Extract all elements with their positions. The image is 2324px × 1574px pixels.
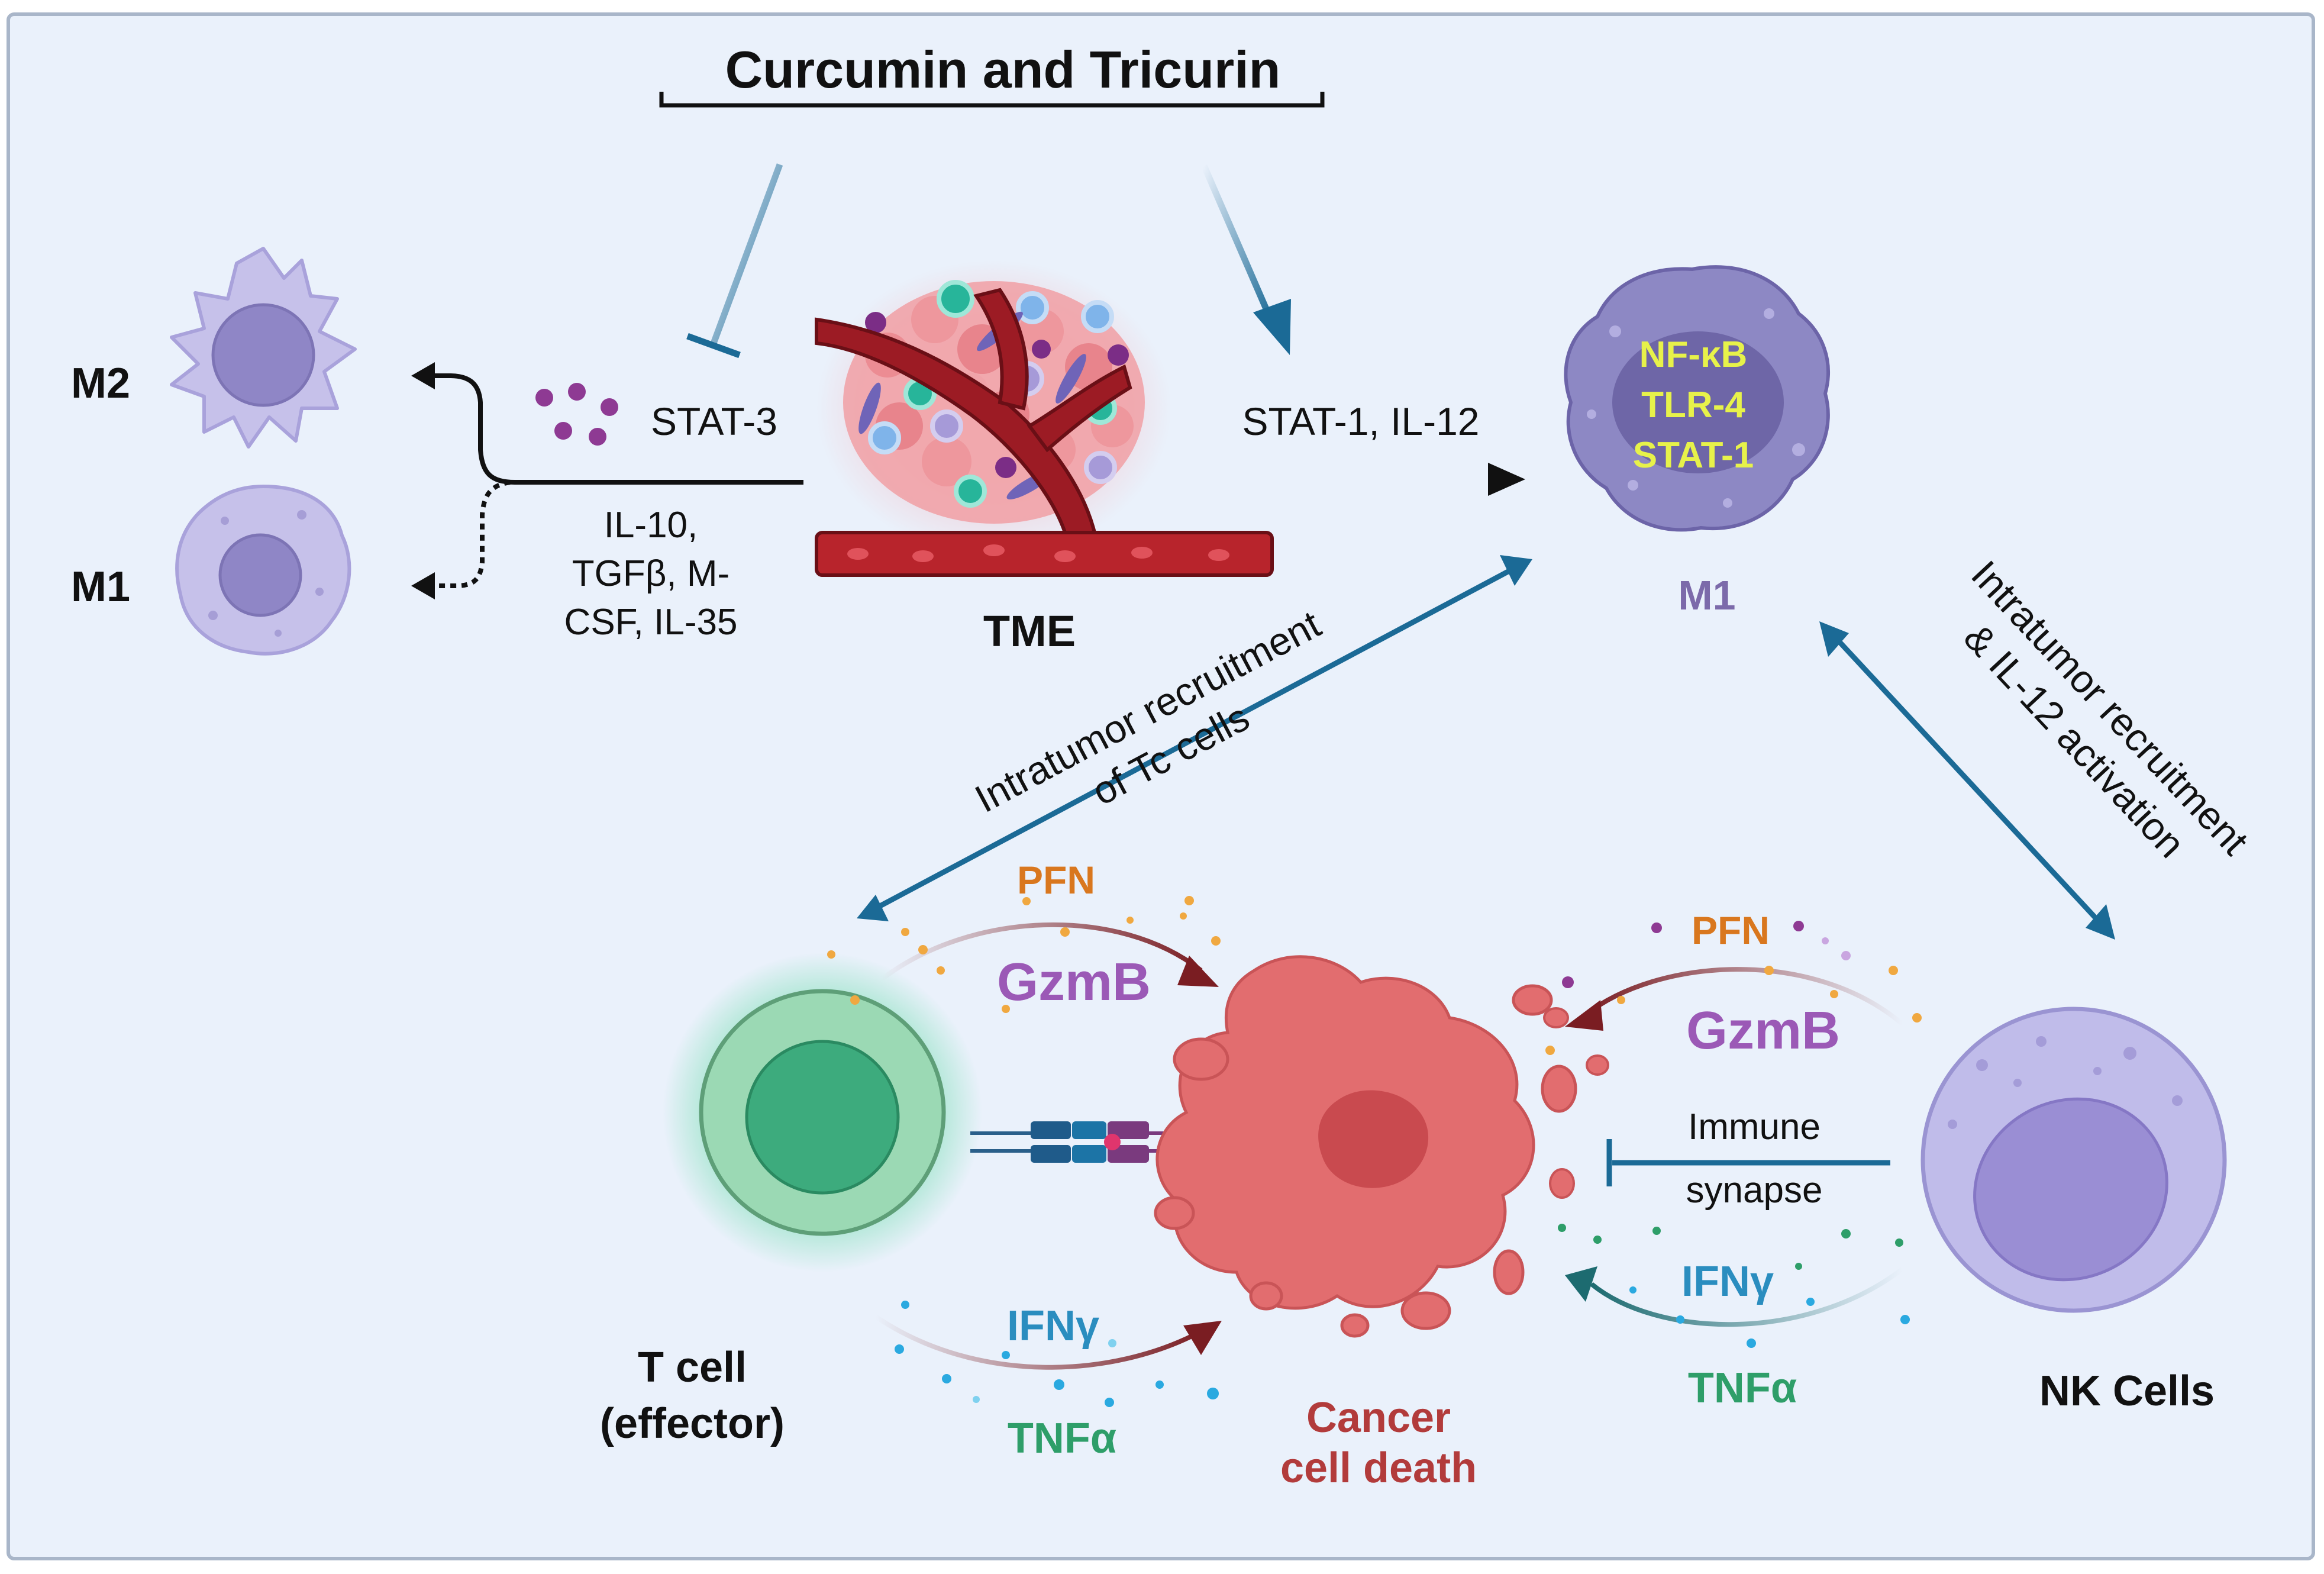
cancer-label-line2: cell death [1280,1444,1477,1492]
tme-label: TME [983,607,1076,656]
cancer-label-line1: Cancer [1306,1394,1451,1441]
t-cell-tnfa-label: TNFα [1008,1415,1116,1462]
m1-macrophage-left-icon [175,484,351,656]
cytokines-line1: IL-10, [604,505,698,546]
nk-gzmb-label: GzmB [1686,1001,1840,1060]
nk-granules [1545,921,1922,1348]
m2-macrophage-icon [170,247,357,449]
nk-bottom-secretion-arrow [1565,1266,1904,1327]
m1-right-label: M1 [1678,572,1735,618]
nk-immune-synapse-inhibit [1606,1139,1890,1186]
stat1-il12-label: STAT-1, IL-12 [1242,399,1479,443]
cytokines-line3: CSF, IL-35 [564,602,738,643]
t-cell-icon [663,953,982,1272]
title-group: Curcumin and Tricurin [659,40,1325,108]
nk-ifng-label: IFNγ [1681,1258,1774,1305]
polarization-arrows [411,362,803,599]
t-cell-granules [827,896,1221,1407]
immune-synapse-line2: synapse [1686,1170,1823,1211]
diagram-title: Curcumin and Tricurin [725,40,1281,99]
nk-pfn-label: PFN [1692,908,1770,952]
inhibit-stat3-arrow [686,163,783,359]
t-cell-ifng-label: IFNγ [1007,1302,1099,1350]
nk-recruitment-arrow [1819,621,2115,940]
nk-cell-icon [1920,1007,2227,1313]
t-cell-top-secretion-arrow [880,922,1219,987]
activate-stat1-arrow [1200,164,1291,355]
m1-macrophage-icon [1564,265,1830,532]
stat1-il12-arrow [1204,463,1525,496]
nk-cell-label: NK Cells [2039,1367,2215,1415]
m2-label: M2 [71,360,130,407]
m1-left-label: M1 [71,563,130,611]
marker-stat1: STAT-1 [1633,435,1754,476]
nk-tnfa-label: TNFα [1688,1365,1797,1412]
t-cell-pfn-label: PFN [1017,858,1095,902]
nk-top-secretion-arrow [1565,967,1904,1031]
title-bracket [659,92,1325,108]
t-cell-gzmb-label: GzmB [997,953,1151,1012]
t-cell-label-line1: T cell [638,1344,747,1391]
stat3-label: STAT-3 [651,399,777,443]
immune-synapse-line1: Immune [1688,1107,1821,1147]
marker-tlr4: TLR-4 [1641,385,1745,425]
tc-recruitment-arrow [857,555,1532,921]
marker-nfkb: NF-κB [1639,334,1748,375]
tme-tumor-icon [815,260,1274,577]
cytokines-line2: TGFβ, M- [572,553,730,594]
t-cell-label-line2: (effector) [600,1400,785,1447]
t-cell-bottom-secretion-arrow [874,1314,1222,1370]
m1-markers: NF-κB TLR-4 STAT-1 [1633,334,1754,476]
cancer-cell-icon [1154,955,1609,1338]
diagram-frame [7,12,2315,1560]
stat3-molecule-icon [535,383,618,446]
